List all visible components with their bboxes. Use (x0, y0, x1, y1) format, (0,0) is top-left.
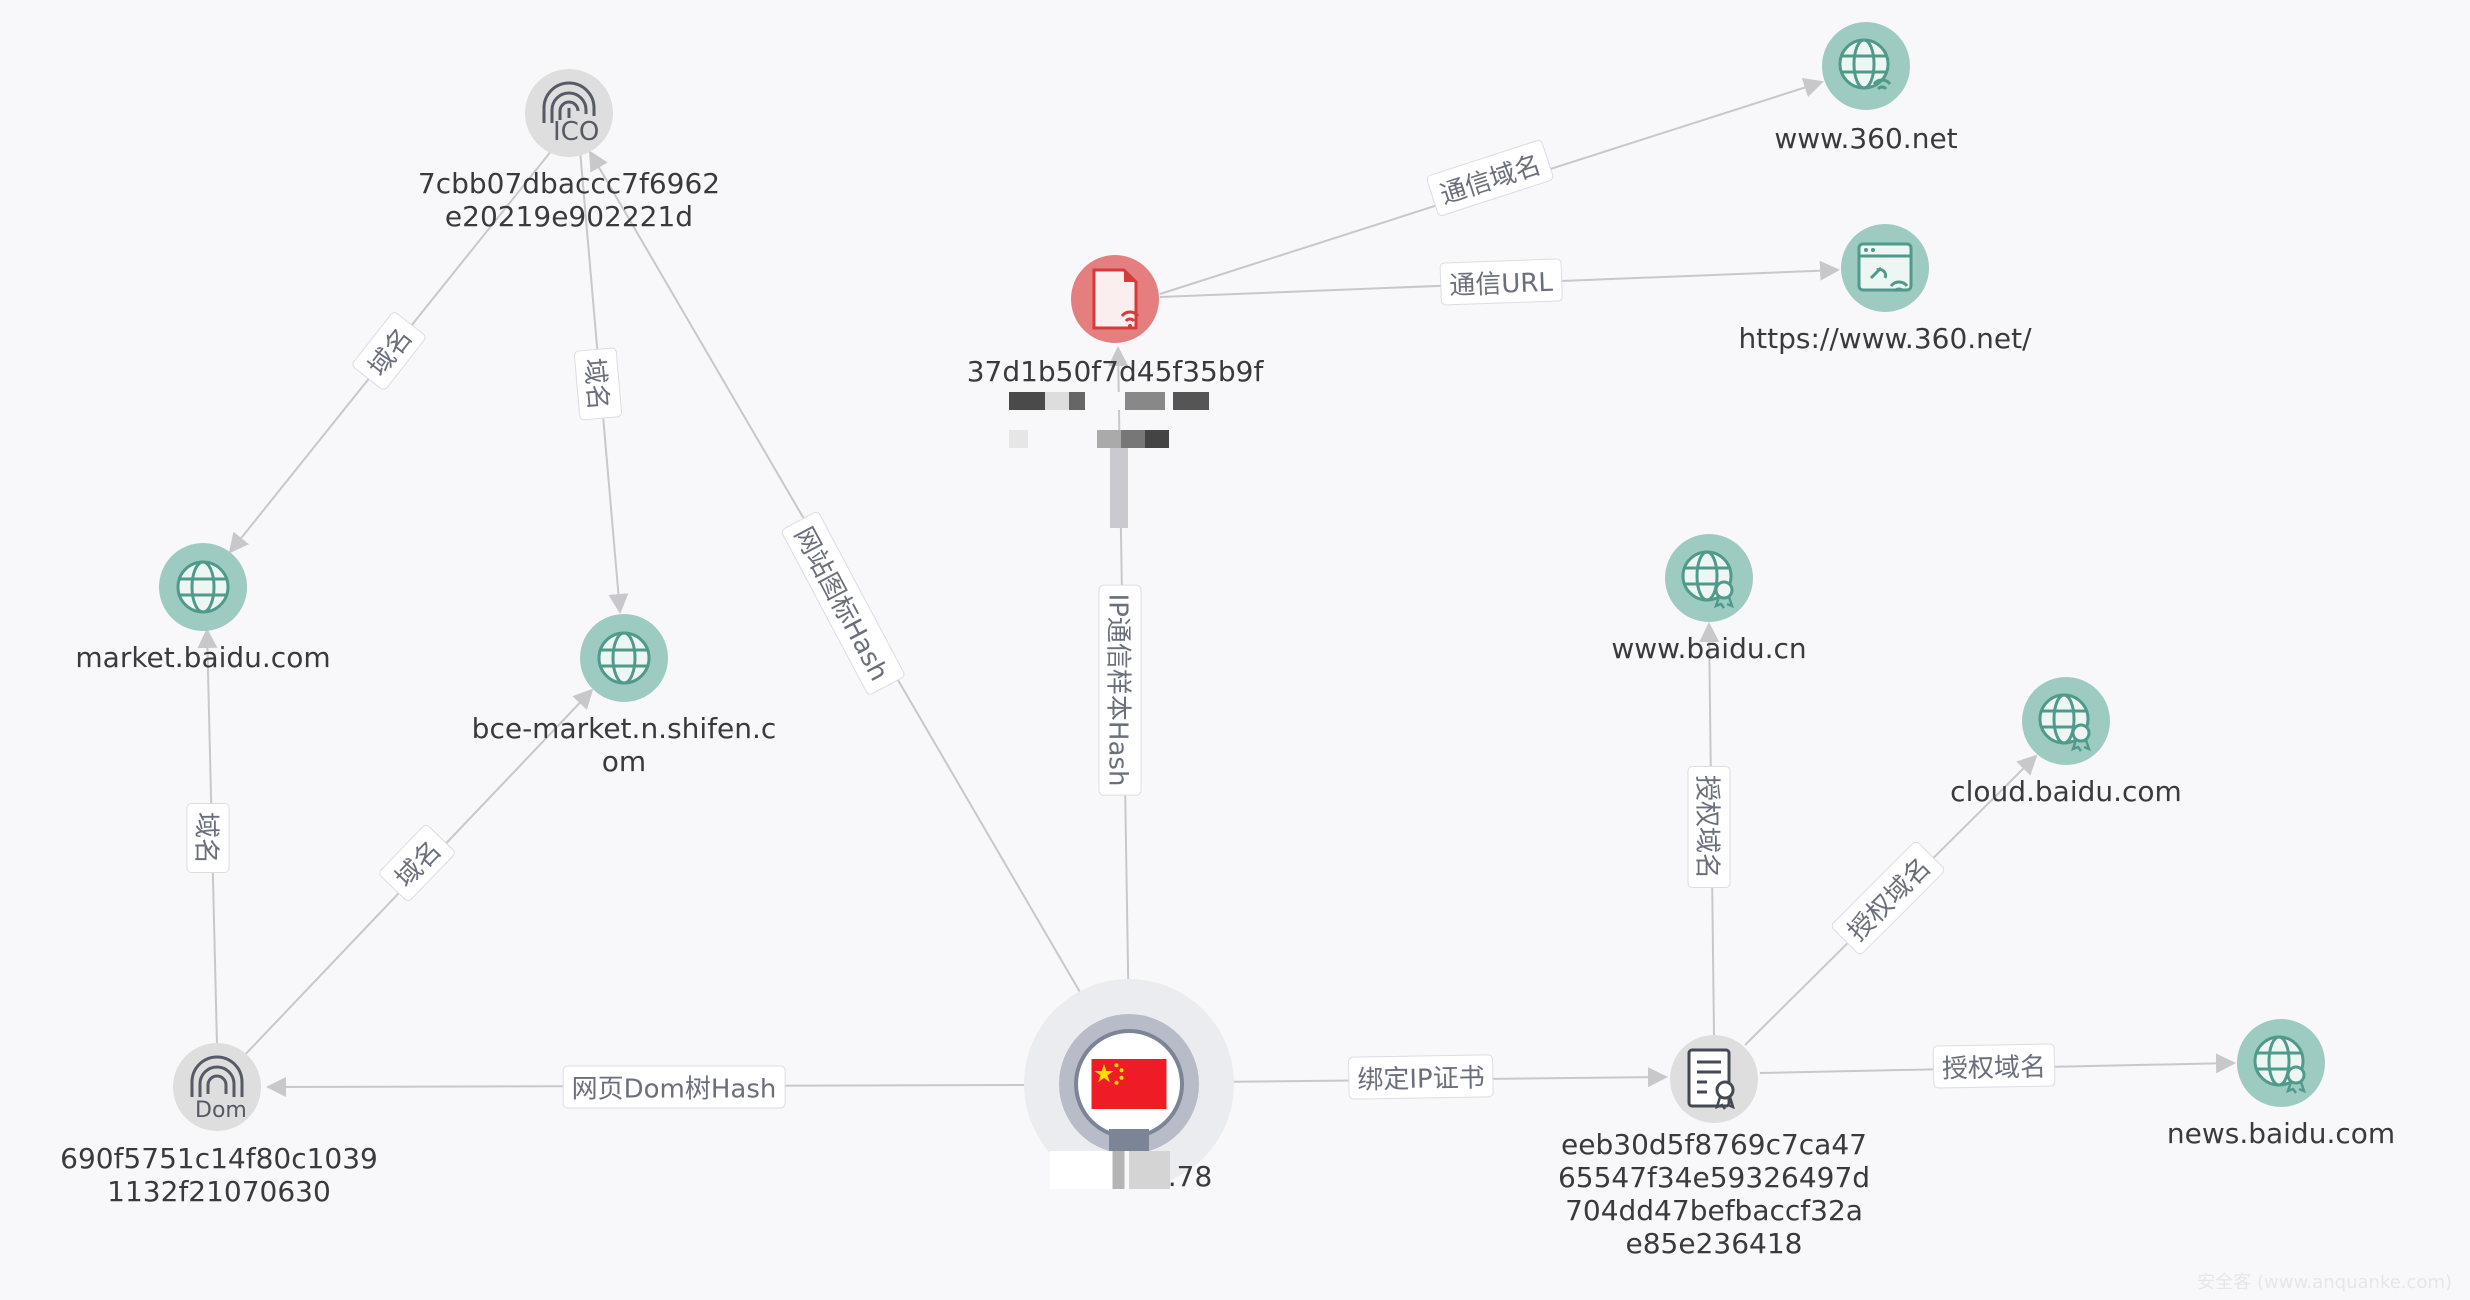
sample-hash-label: 37d1b50f7d45f35b9f (966, 355, 1264, 388)
cert-label-line: 65547f34e59326497d (1557, 1161, 1871, 1194)
domain-label-www360: www.360.net (1774, 122, 1958, 155)
edge-label-ip-sample-hash: IP通信样本Hash (1098, 584, 1142, 796)
sample-file-node[interactable] (1071, 255, 1159, 343)
ip-address-label: .78 (1167, 1160, 1213, 1193)
globe-icon (176, 560, 230, 614)
file-wifi-icon (1092, 268, 1140, 330)
domain-node-cloud[interactable] (2022, 677, 2110, 765)
domain-node-news[interactable] (2237, 1019, 2325, 1107)
dom-label-line: 1132f21070630 (107, 1175, 331, 1208)
edge-label-dom-hash: 网页Dom树Hash (562, 1065, 786, 1109)
domain-label-news: news.baidu.com (2166, 1117, 2396, 1150)
ico-label-line: 7cbb07dbaccc7f6962 (417, 167, 721, 200)
redacted-text (1109, 1129, 1149, 1151)
dom-hash-node[interactable]: Dom (173, 1043, 261, 1131)
globe-certificate-icon (1681, 550, 1735, 609)
redacted-text (1110, 448, 1128, 528)
edge-label-auth-www: 授权域名 (1687, 765, 1731, 889)
domain-node-market[interactable] (159, 543, 247, 631)
certificate-node[interactable] (1670, 1035, 1758, 1123)
url-node-360[interactable] (1841, 224, 1929, 312)
dom-label-line: 690f5751c14f80c1039 (60, 1142, 378, 1175)
bce-label-line: om (601, 745, 647, 778)
domain-label-market: market.baidu.com (75, 641, 331, 674)
globe-wifi-icon (1838, 38, 1892, 91)
cert-label-line: eeb30d5f8769c7ca47 (1561, 1128, 1867, 1161)
edge-label-auth-news: 授权域名 (1932, 1043, 2056, 1089)
domain-label-cloud: cloud.baidu.com (1950, 775, 2182, 808)
watermark: 安全客 (www.anquanke.com) (2197, 1272, 2452, 1293)
domain-node-wwwbaidu[interactable] (1665, 534, 1753, 622)
ico-label-line: e20219e902221d (444, 200, 694, 233)
cert-label-line: 704dd47befbaccf32a (1565, 1194, 1863, 1227)
cert-label-line: e85e236418 (1625, 1227, 1803, 1260)
url-label-360: https://www.360.net/ (1738, 322, 2032, 355)
globe-certificate-icon (2253, 1035, 2307, 1094)
ico-hash-node[interactable]: ICO (525, 69, 613, 157)
edge-label-bind-cert: 绑定IP证书 (1347, 1054, 1495, 1100)
redacted-text (1009, 430, 1169, 448)
redacted-text (1050, 1151, 1170, 1189)
globe-certificate-icon (2038, 693, 2092, 752)
domain-node-www360[interactable] (1822, 22, 1910, 110)
domain-label-wwwbaidu: www.baidu.cn (1611, 632, 1807, 665)
edge-label-ico-bce: 域名 (573, 347, 623, 421)
globe-icon (597, 631, 651, 685)
browser-link-icon (1857, 242, 1913, 293)
china-flag-icon (1091, 1059, 1167, 1109)
ico-icon-text: ICO (553, 117, 600, 147)
edge-label-dom-market: 域名 (186, 802, 230, 874)
dom-icon-text: Dom (195, 1098, 247, 1123)
domain-node-bce[interactable] (580, 614, 668, 702)
redacted-text (1009, 392, 1209, 410)
ip-node[interactable] (1074, 1029, 1184, 1139)
certificate-icon (1687, 1048, 1735, 1110)
fingerprint-icon (190, 1055, 244, 1097)
fingerprint-icon (542, 81, 596, 123)
bce-label-line: bce-market.n.shifen.c (471, 712, 777, 745)
edge-label-comm-url: 通信URL (1439, 258, 1563, 306)
